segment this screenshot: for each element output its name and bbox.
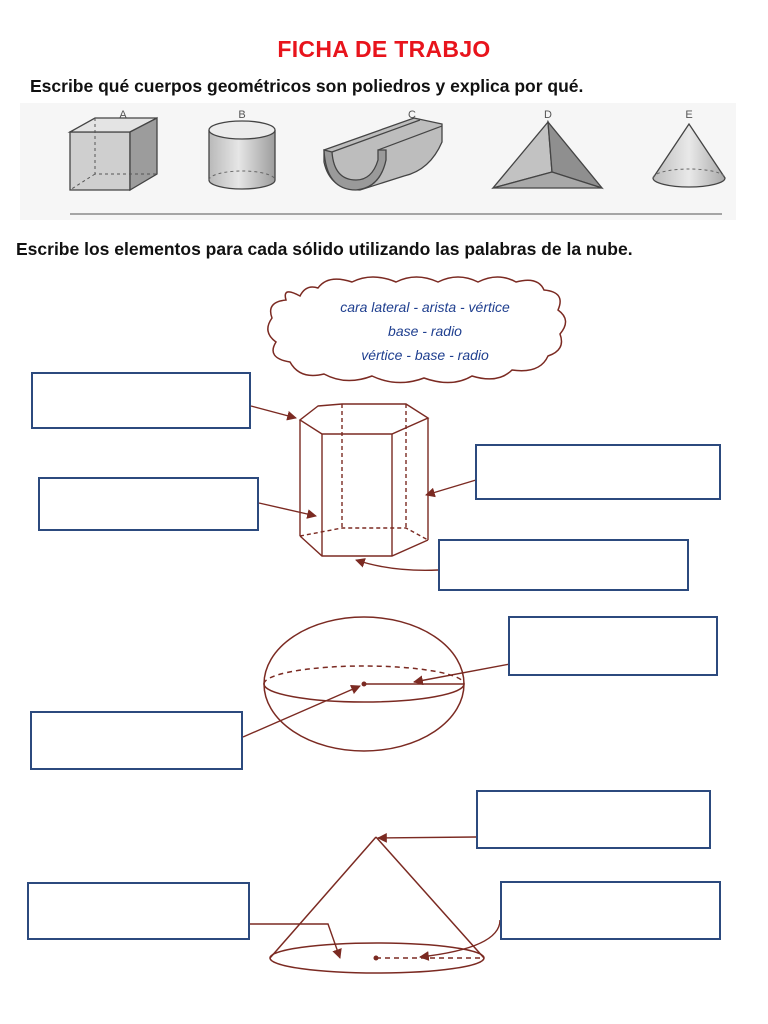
prism-answer-box-mid-left[interactable] bbox=[38, 477, 259, 531]
cloud-line-2: base - radio bbox=[388, 323, 462, 339]
prism-answer-box-top-left[interactable] bbox=[31, 372, 251, 429]
instruction-elements: Escribe los elementos para cada sólido u… bbox=[16, 239, 633, 259]
page-title: FICHA DE TRABJO bbox=[277, 36, 491, 62]
cloud-line-1: cara lateral - arista - vértice bbox=[340, 299, 510, 315]
cone-base-center bbox=[373, 955, 379, 961]
cone-figure bbox=[269, 836, 485, 974]
prism-arrows bbox=[250, 405, 477, 571]
sphere-answer-box-right[interactable] bbox=[508, 616, 718, 676]
word-cloud: cara lateral - arista - vértice base - r… bbox=[267, 276, 567, 384]
solid-b-cylinder: B bbox=[208, 109, 276, 190]
solid-d-pyramid: D bbox=[491, 109, 604, 190]
svg-text:D: D bbox=[544, 109, 552, 121]
cone-answer-box-right[interactable] bbox=[500, 881, 721, 940]
solid-a-cube: A bbox=[67, 109, 158, 192]
sphere-arrows bbox=[242, 663, 511, 738]
svg-text:C: C bbox=[408, 109, 416, 121]
sphere-center bbox=[361, 681, 367, 687]
svg-text:A: A bbox=[119, 109, 127, 121]
svg-text:E: E bbox=[685, 109, 692, 121]
cone-arrows bbox=[250, 833, 501, 961]
sphere-answer-box-left[interactable] bbox=[30, 711, 243, 770]
cone-answer-box-left[interactable] bbox=[27, 882, 250, 940]
cloud-line-3: vértice - base - radio bbox=[361, 347, 489, 363]
prism-answer-box-bottom[interactable] bbox=[438, 539, 689, 591]
hexagonal-prism bbox=[298, 403, 430, 557]
cone-answer-box-top[interactable] bbox=[476, 790, 711, 849]
solid-e-cone: E bbox=[652, 109, 726, 188]
prism-answer-box-right[interactable] bbox=[475, 444, 721, 500]
svg-text:B: B bbox=[238, 109, 245, 121]
solid-c-half-pipe: C bbox=[323, 109, 443, 191]
instruction-polyhedra: Escribe qué cuerpos geométricos son poli… bbox=[30, 76, 584, 96]
